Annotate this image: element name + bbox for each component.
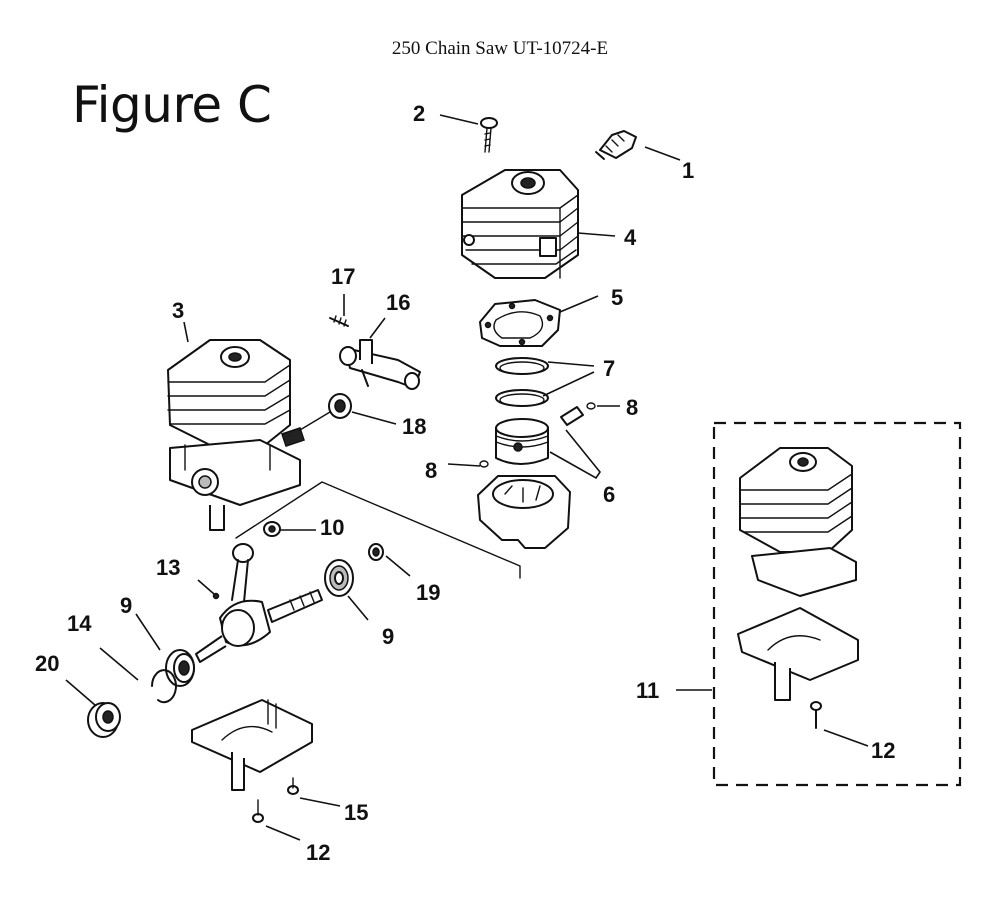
callout-11: 11 xyxy=(636,678,659,703)
part-19-seal xyxy=(368,543,384,561)
callout-13: 13 xyxy=(156,555,180,580)
part-14-retaining-ring xyxy=(151,669,177,704)
part-8-wrist-pin xyxy=(479,402,596,468)
callout-16: 16 xyxy=(386,290,410,315)
part-3-engine-assembly xyxy=(167,339,305,531)
part-5-gasket xyxy=(479,299,561,347)
part-10-needle-bearing xyxy=(263,521,281,537)
callout-5: 5 xyxy=(611,285,623,310)
callout-1: 1 xyxy=(682,158,694,183)
leader-lines xyxy=(65,114,869,841)
part-15-screw xyxy=(287,777,299,795)
part-9-bearing-left xyxy=(165,649,195,687)
part-9-bearing-right xyxy=(324,559,354,597)
callout-17: 17 xyxy=(331,264,355,289)
callout-8-right: 8 xyxy=(626,395,638,420)
callout-18: 18 xyxy=(402,414,426,439)
callout-8-left: 8 xyxy=(425,458,437,483)
callout-6: 6 xyxy=(603,482,615,507)
callout-20: 20 xyxy=(35,651,59,676)
part-20-oil-seal xyxy=(87,702,121,738)
callout-9-right: 9 xyxy=(382,624,394,649)
callout-7: 7 xyxy=(603,356,615,381)
callout-15: 15 xyxy=(344,800,368,825)
figure-title: Figure C xyxy=(72,76,272,134)
part-16-fitting xyxy=(339,339,421,390)
part-1-spark-plug xyxy=(595,130,637,160)
document-title: 250 Chain Saw UT-10724-E xyxy=(391,38,609,59)
callout-3: 3 xyxy=(172,298,184,323)
part-17-screw xyxy=(329,315,349,327)
callout-10: 10 xyxy=(320,515,344,540)
callout-12-bottom: 12 xyxy=(306,840,330,865)
part-2-screw xyxy=(480,117,498,153)
callout-12-kit: 12 xyxy=(871,738,895,763)
part-7-piston-rings xyxy=(495,357,549,407)
crankcase-lower xyxy=(191,699,313,791)
callout-2: 2 xyxy=(413,101,425,126)
part-11-kit-box xyxy=(712,421,962,787)
crankshaft-assembly xyxy=(195,543,323,663)
callout-9-left: 9 xyxy=(120,593,132,618)
callout-14: 14 xyxy=(67,611,92,636)
part-18-bushing xyxy=(299,393,352,431)
part-12-screw-left xyxy=(252,799,264,823)
cylinder-base xyxy=(477,475,571,549)
part-6-piston xyxy=(495,418,549,465)
assembly-guide-line xyxy=(235,481,521,579)
callout-19: 19 xyxy=(416,580,440,605)
callout-4: 4 xyxy=(624,225,637,250)
part-4-cylinder xyxy=(461,169,579,279)
part-13-pin xyxy=(212,592,220,600)
